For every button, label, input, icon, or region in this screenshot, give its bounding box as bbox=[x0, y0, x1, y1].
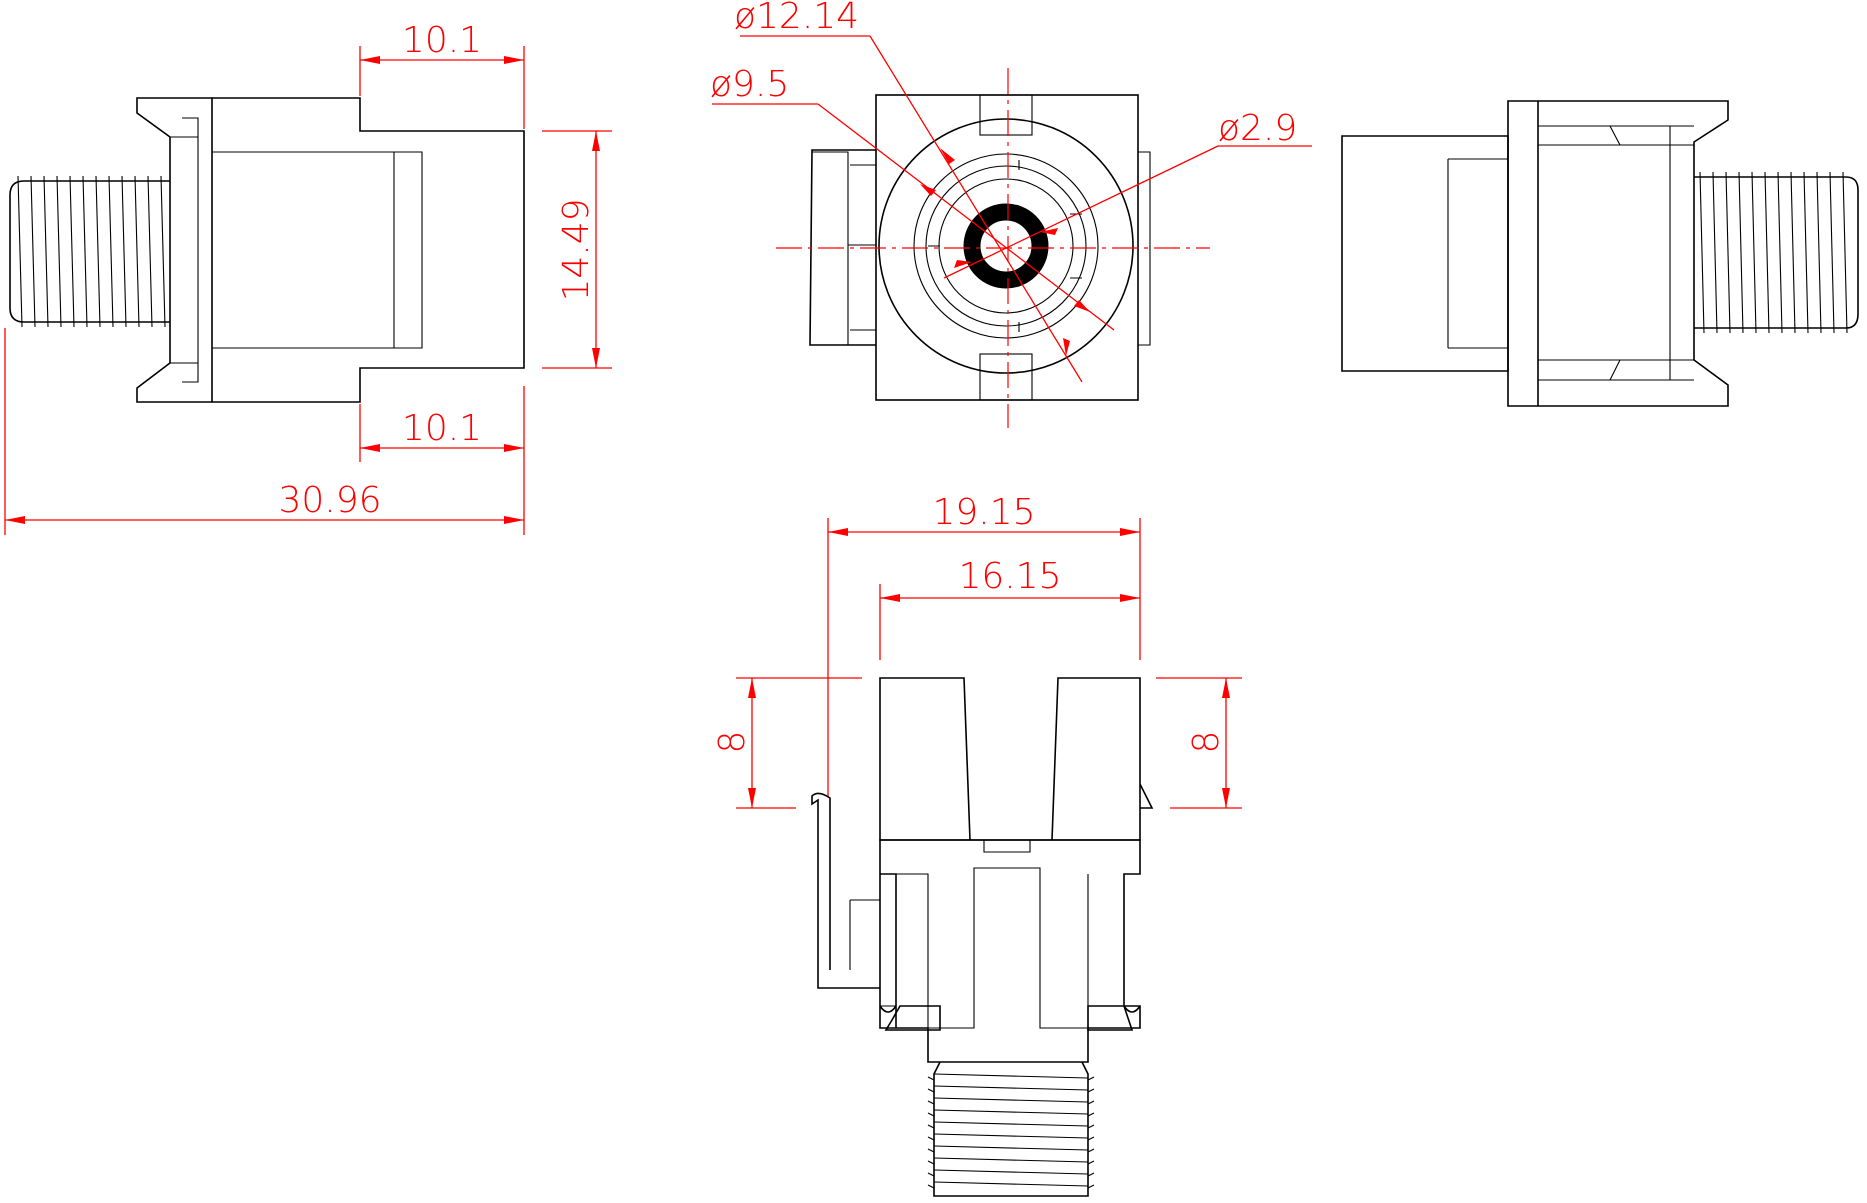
dim-side-top-length: 10.1 bbox=[402, 20, 482, 61]
thread-line bbox=[1699, 171, 1705, 334]
thread-line bbox=[933, 1121, 1089, 1127]
dim-bottom-body-width: 16.15 bbox=[958, 556, 1061, 597]
thread-line bbox=[134, 175, 140, 328]
pin-ring bbox=[963, 203, 1049, 289]
thread-line bbox=[927, 1148, 935, 1153]
thread-line bbox=[927, 1112, 935, 1117]
thread-line bbox=[1777, 171, 1783, 334]
dim-bottom-right-height: 8 bbox=[1186, 731, 1227, 754]
thread-line bbox=[82, 175, 88, 328]
thread-line bbox=[933, 1109, 1089, 1115]
thread-line bbox=[1816, 171, 1822, 334]
thread-line bbox=[1087, 1172, 1095, 1177]
thread-line bbox=[56, 175, 62, 328]
thread-line bbox=[30, 175, 36, 328]
thread-line bbox=[1803, 171, 1809, 334]
thread-line bbox=[933, 1133, 1089, 1139]
thread-line bbox=[1790, 171, 1796, 334]
dim-inner-diameter: ø9.5 bbox=[710, 64, 789, 105]
dim-side-height: 14.49 bbox=[556, 198, 597, 301]
thread-line bbox=[927, 1100, 935, 1105]
thread-line bbox=[1087, 1088, 1095, 1093]
thread-line bbox=[69, 175, 75, 328]
left-flange bbox=[136, 97, 213, 403]
right-thread bbox=[1694, 171, 1859, 334]
dim-bottom-left-height: 8 bbox=[712, 731, 753, 754]
right-flange bbox=[1507, 100, 1729, 407]
thread-line bbox=[95, 175, 101, 328]
thread-line bbox=[17, 175, 23, 328]
thread-line bbox=[1087, 1160, 1095, 1165]
thread-line bbox=[927, 1136, 935, 1141]
outer-ring bbox=[878, 118, 1134, 374]
thread-line bbox=[160, 175, 166, 328]
thread-line bbox=[1842, 171, 1848, 334]
thread-line bbox=[108, 175, 114, 328]
thread-line bbox=[933, 1073, 1089, 1079]
front-view: ø12.14 ø9.5 ø2.9 bbox=[710, 0, 1312, 428]
thread-line bbox=[927, 1172, 935, 1177]
thread-line bbox=[927, 1076, 935, 1081]
thread-line bbox=[1725, 171, 1731, 334]
thread-line bbox=[1829, 171, 1835, 334]
thread-line bbox=[933, 1145, 1089, 1151]
thread-line bbox=[1764, 171, 1770, 334]
thread-line bbox=[121, 175, 127, 328]
left-side-view bbox=[9, 97, 525, 403]
left-body-inner bbox=[212, 151, 423, 349]
thread-line bbox=[933, 1085, 1089, 1091]
thread-line bbox=[1087, 1184, 1095, 1189]
left-thread bbox=[9, 175, 170, 328]
thread-line bbox=[1712, 171, 1718, 334]
thread-line bbox=[1087, 1148, 1095, 1153]
thread-line bbox=[1087, 1112, 1095, 1117]
thread-line bbox=[933, 1097, 1089, 1103]
left-flange-inner bbox=[170, 117, 199, 383]
thread-line bbox=[927, 1124, 935, 1129]
left-body bbox=[212, 97, 525, 403]
bottom-view bbox=[811, 677, 1154, 1197]
thread-line bbox=[43, 175, 49, 328]
thread-line bbox=[147, 175, 153, 328]
thread-line bbox=[933, 1169, 1089, 1175]
dim-overall-length: 30.96 bbox=[278, 480, 381, 521]
thread-line bbox=[1087, 1100, 1095, 1105]
dim-side-bottom-length: 10.1 bbox=[402, 408, 482, 449]
bottom-view-dimensions: 19.15 16.15 8 8 bbox=[712, 492, 1242, 809]
thread-line bbox=[927, 1160, 935, 1165]
thread-line bbox=[927, 1184, 935, 1189]
thread-line bbox=[933, 1157, 1089, 1163]
dim-bottom-overall-width: 19.15 bbox=[932, 492, 1035, 533]
thread-line bbox=[1751, 171, 1757, 334]
dim-pin-diameter: ø2.9 bbox=[1218, 108, 1297, 149]
left-view-dimensions: 10.1 14.49 10.1 30.96 bbox=[4, 20, 612, 535]
thread-line bbox=[1738, 171, 1744, 334]
thread-line bbox=[1087, 1136, 1095, 1141]
dim-outer-diameter: ø12.14 bbox=[734, 0, 859, 37]
thread-line bbox=[1087, 1076, 1095, 1081]
thread-line bbox=[1087, 1124, 1095, 1129]
thread-line bbox=[933, 1181, 1089, 1187]
right-side-view bbox=[1341, 100, 1859, 407]
thread-line bbox=[927, 1088, 935, 1093]
